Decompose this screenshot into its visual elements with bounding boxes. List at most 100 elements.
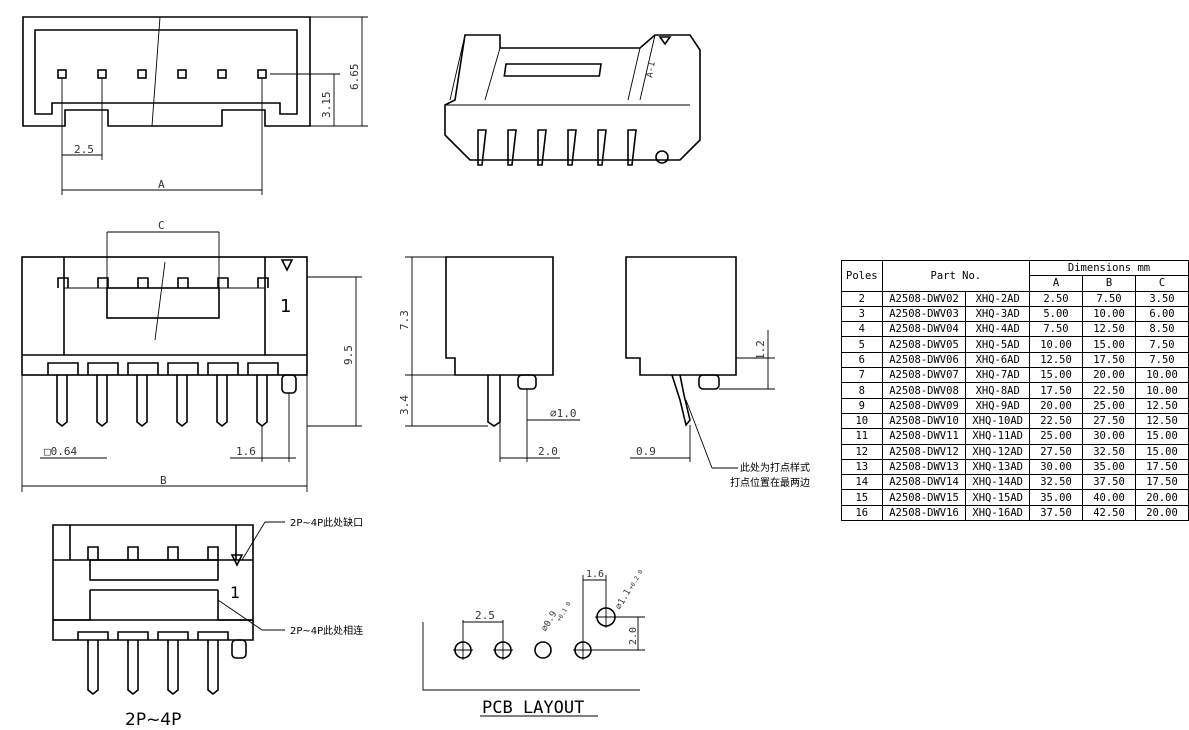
cell-b: 27.50 bbox=[1082, 412, 1136, 430]
cell-a: 20.00 bbox=[1029, 397, 1083, 414]
cell-b: 7.50 bbox=[1082, 290, 1136, 307]
cell-poles: 5 bbox=[841, 336, 883, 353]
cell-poles: 2 bbox=[841, 290, 883, 307]
cell-poles: 14 bbox=[841, 474, 883, 491]
cell-c: 12.50 bbox=[1135, 397, 1189, 414]
cell-a: 37.50 bbox=[1029, 504, 1083, 522]
cell-part: A2508-DWV15 bbox=[881, 489, 967, 506]
cell-b: 12.50 bbox=[1082, 321, 1136, 338]
front-dim-peg: 1.6 bbox=[236, 445, 256, 458]
cell-xhq: XHQ-12AD bbox=[965, 443, 1030, 460]
small-contacts bbox=[87, 546, 219, 560]
cell-a: 2.50 bbox=[1029, 290, 1083, 307]
cell-part: A2508-DWV10 bbox=[881, 412, 967, 430]
top-dim-pitch: 2.5 bbox=[74, 143, 94, 156]
cell-poles: 10 bbox=[841, 412, 883, 430]
cell-part: A2508-DWV02 bbox=[881, 290, 967, 307]
cell-b: 10.00 bbox=[1082, 305, 1136, 323]
cell-b: 17.50 bbox=[1082, 351, 1136, 369]
right-note-line1: 此处为打点样式 bbox=[740, 461, 810, 474]
cell-a: 32.50 bbox=[1029, 474, 1083, 491]
side-view-right: 1.2 0.9 此处为打点样式 打点位置在最两边 bbox=[625, 256, 810, 489]
cell-xhq: XHQ-9AD bbox=[965, 397, 1030, 414]
side-dim-body: 7.3 bbox=[398, 310, 411, 330]
cell-part: A2508-DWV13 bbox=[881, 458, 967, 476]
cell-c: 17.50 bbox=[1135, 458, 1189, 476]
cell-poles: 9 bbox=[841, 397, 883, 414]
cell-a: 30.00 bbox=[1029, 458, 1083, 476]
cell-poles: 15 bbox=[841, 489, 883, 506]
cell-xhq: XHQ-10AD bbox=[965, 412, 1030, 430]
cell-c: 8.50 bbox=[1135, 321, 1189, 338]
cell-c: 15.00 bbox=[1135, 428, 1189, 445]
small-view: 1 2P~4P此处缺口 2P~4P此处相连 2P~4P bbox=[52, 516, 363, 730]
cell-c: 3.50 bbox=[1135, 290, 1189, 307]
cell-part: A2508-DWV09 bbox=[881, 397, 967, 414]
top-view: 2.5 A 6.65 3.15 bbox=[22, 16, 368, 195]
cell-part: A2508-DWV12 bbox=[881, 443, 967, 460]
cell-xhq: XHQ-11AD bbox=[965, 428, 1030, 445]
cell-xhq: XHQ-2AD bbox=[965, 290, 1030, 307]
cell-c: 12.50 bbox=[1135, 412, 1189, 430]
cell-b: 22.50 bbox=[1082, 382, 1136, 399]
pcb-dim-row: 2.0 bbox=[628, 627, 639, 645]
cell-xhq: XHQ-4AD bbox=[965, 321, 1030, 338]
cell-part: A2508-DWV03 bbox=[881, 305, 967, 323]
cell-xhq: XHQ-3AD bbox=[965, 305, 1030, 323]
cell-poles: 16 bbox=[841, 504, 883, 522]
th-part: Part No. bbox=[881, 260, 1031, 292]
side-dim-peg-dia: ⌀1.0 bbox=[550, 407, 577, 420]
cell-poles: 11 bbox=[841, 428, 883, 445]
cell-poles: 7 bbox=[841, 367, 883, 384]
top-dim-inner: 3.15 bbox=[320, 92, 333, 119]
cell-a: 35.00 bbox=[1029, 489, 1083, 506]
small-pin1-marker: 1 bbox=[230, 583, 240, 602]
cell-b: 35.00 bbox=[1082, 458, 1136, 476]
right-dim-step: 1.2 bbox=[754, 340, 767, 360]
front-dim-c: C bbox=[158, 219, 165, 232]
th-c: C bbox=[1135, 275, 1189, 292]
cell-xhq: XHQ-5AD bbox=[965, 336, 1030, 353]
cell-poles: 3 bbox=[841, 305, 883, 323]
cell-c: 10.00 bbox=[1135, 367, 1189, 384]
cell-c: 6.00 bbox=[1135, 305, 1189, 323]
cell-xhq: XHQ-14AD bbox=[965, 474, 1030, 491]
front-contacts bbox=[57, 277, 269, 288]
cell-poles: 13 bbox=[841, 458, 883, 476]
cell-part: A2508-DWV07 bbox=[881, 367, 967, 384]
cell-c: 7.50 bbox=[1135, 351, 1189, 369]
cell-a: 7.50 bbox=[1029, 321, 1083, 338]
cell-b: 40.00 bbox=[1082, 489, 1136, 506]
cell-a: 15.00 bbox=[1029, 367, 1083, 384]
cell-xhq: XHQ-6AD bbox=[965, 351, 1030, 369]
pcb-dim-hole-a-tol: +0.1 0 bbox=[556, 600, 573, 623]
cell-part: A2508-DWV04 bbox=[881, 321, 967, 338]
cell-xhq: XHQ-8AD bbox=[965, 382, 1030, 399]
small-note-joined: 2P~4P此处相连 bbox=[290, 624, 363, 637]
cell-part: A2508-DWV08 bbox=[881, 382, 967, 399]
side-dim-pin: 3.4 bbox=[398, 395, 411, 415]
cell-c: 10.00 bbox=[1135, 382, 1189, 399]
cell-part: A2508-DWV14 bbox=[881, 474, 967, 491]
th-dims: Dimensions mm bbox=[1029, 259, 1189, 277]
small-caption: 2P~4P bbox=[125, 710, 181, 730]
cell-a: 27.50 bbox=[1029, 443, 1083, 460]
right-note-line2: 打点位置在最两边 bbox=[730, 476, 810, 489]
cell-c: 17.50 bbox=[1135, 474, 1189, 491]
top-dim-a: A bbox=[158, 178, 165, 191]
front-dim-height: 9.5 bbox=[342, 345, 355, 365]
cell-part: A2508-DWV06 bbox=[881, 351, 967, 369]
small-note-gap: 2P~4P此处缺口 bbox=[290, 516, 363, 529]
right-dim-left: 0.9 bbox=[636, 445, 656, 458]
